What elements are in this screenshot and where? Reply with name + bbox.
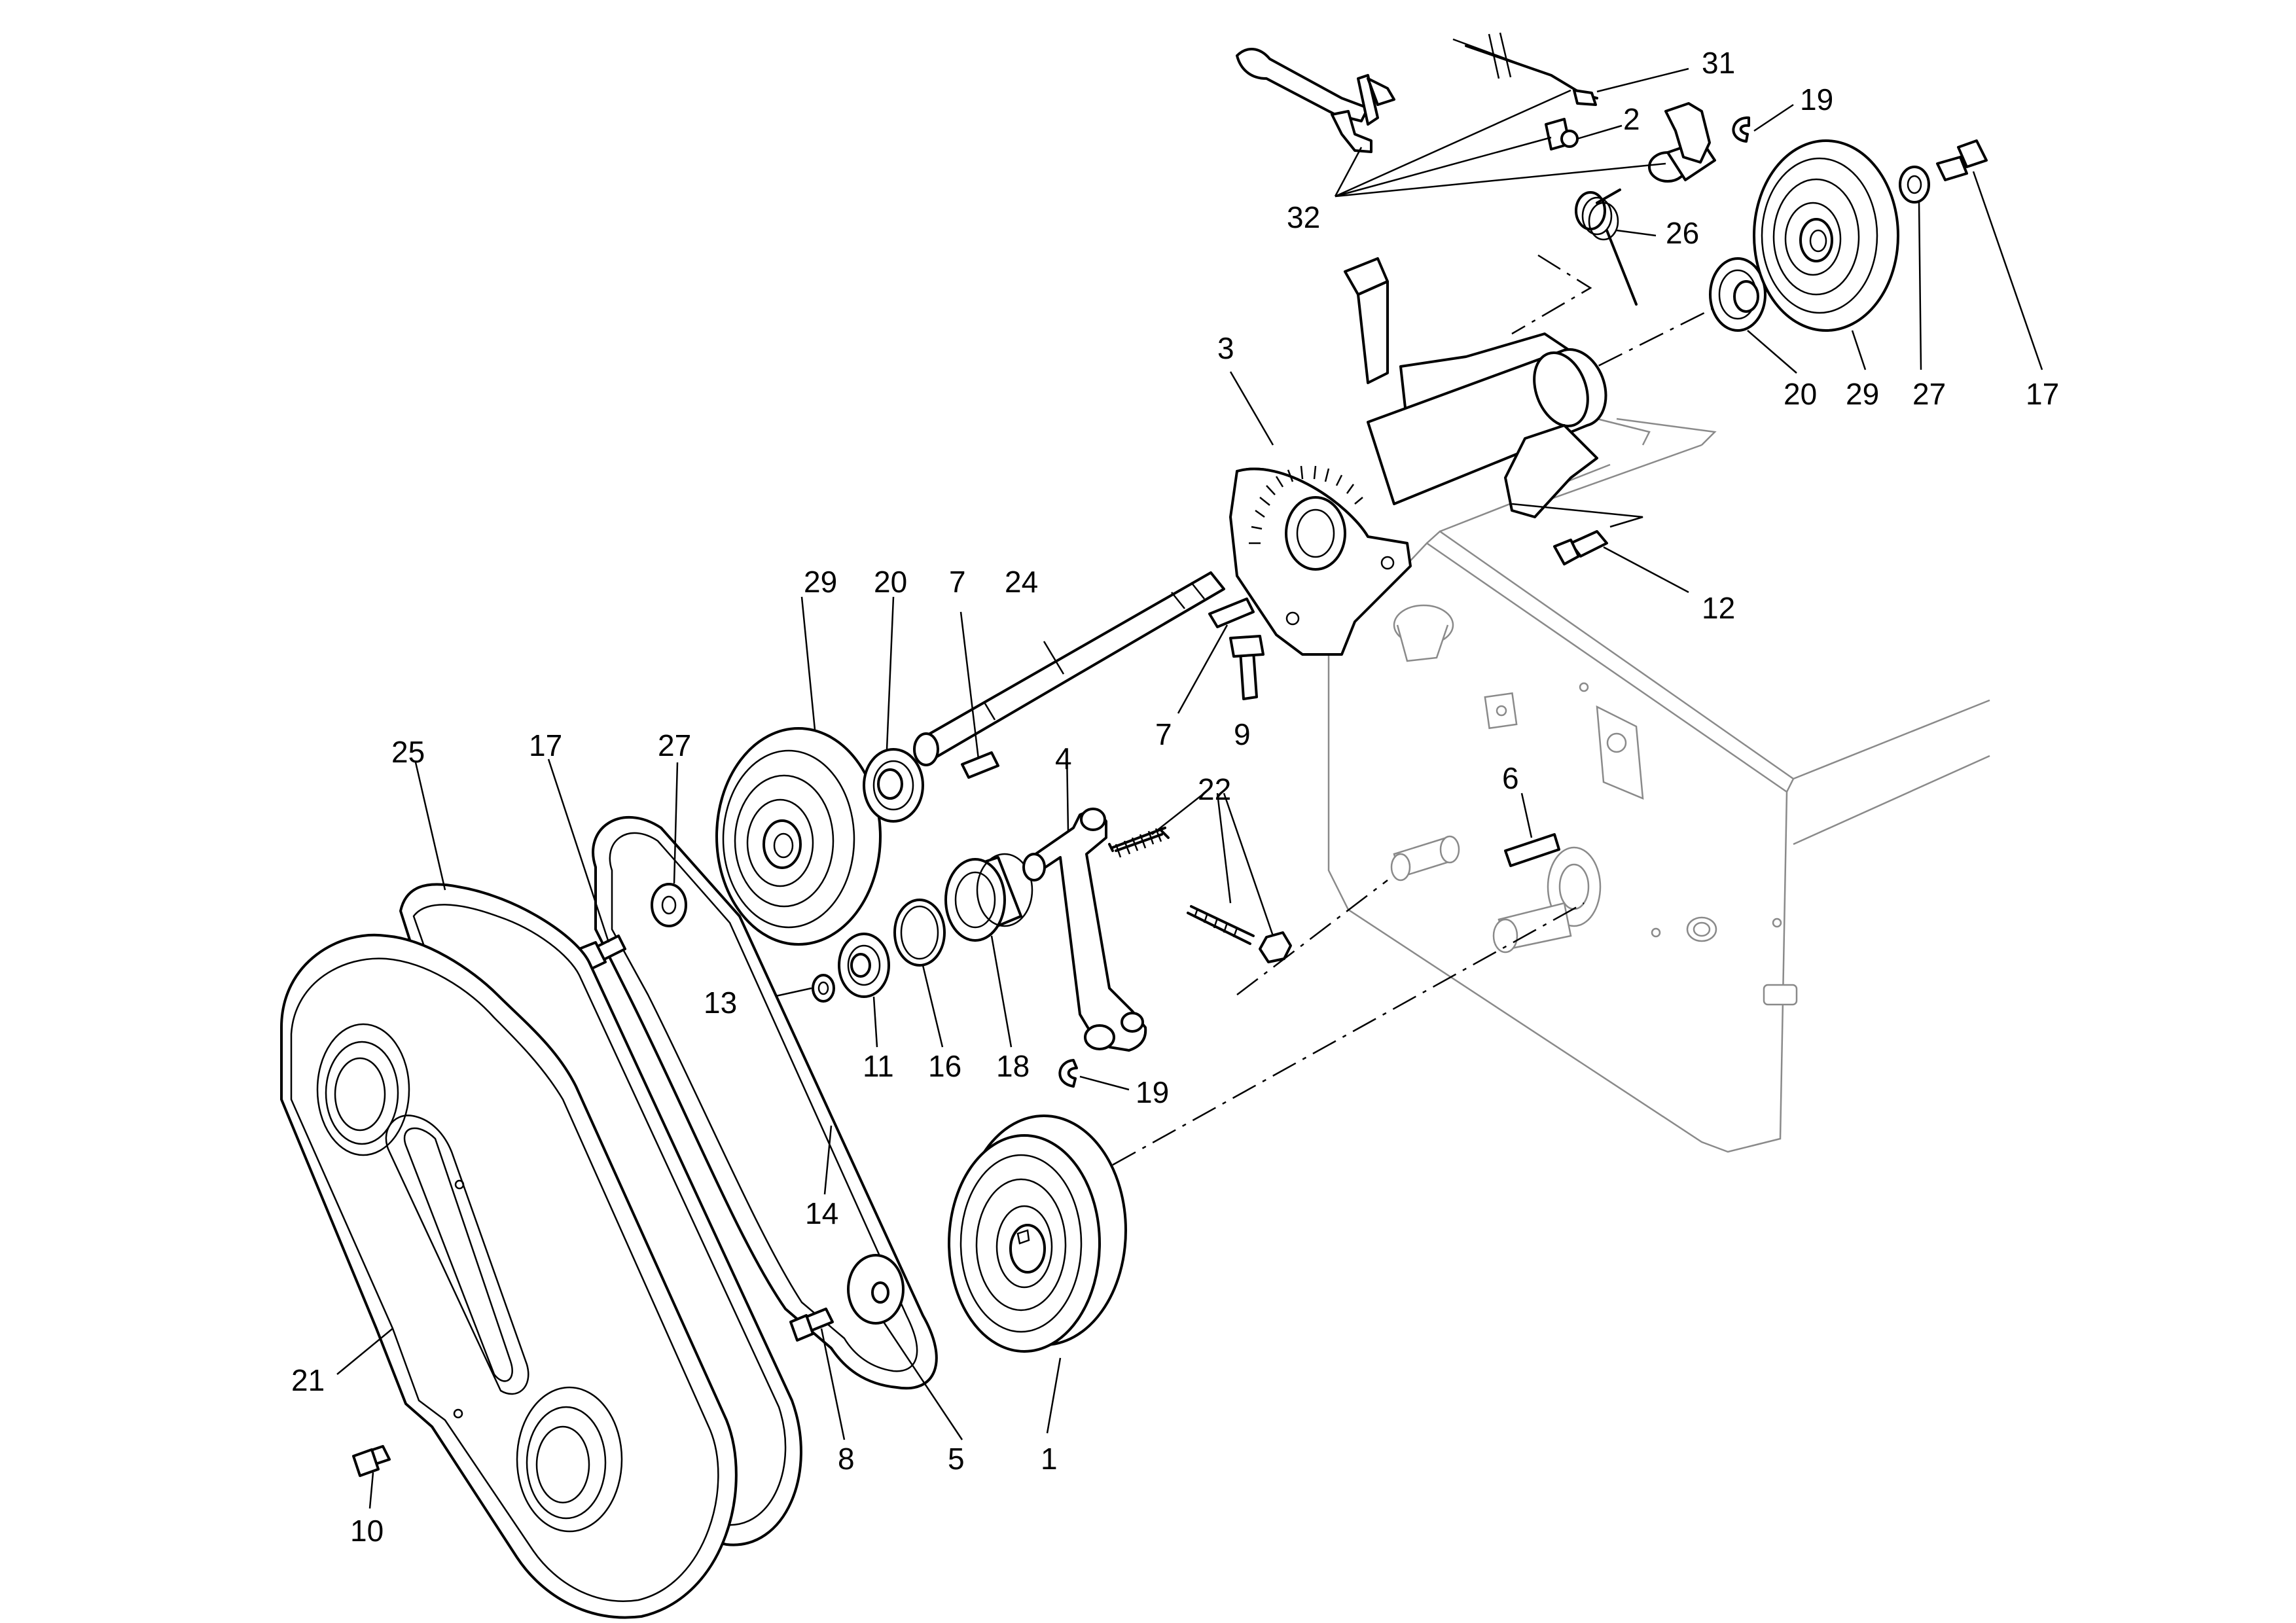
part-20-bearing-upper — [1709, 257, 1797, 374]
part-32-lever-assembly — [1236, 47, 1716, 198]
callout-22: 22 — [1198, 772, 1231, 806]
callout-6: 6 — [1502, 761, 1519, 795]
part-14-belt — [592, 815, 938, 1390]
part-31-cable — [1452, 32, 1689, 106]
part-4-tension-arm — [1022, 752, 1147, 1052]
part-29-pulley-lower — [715, 596, 882, 946]
callout-19-lower: 19 — [1136, 1075, 1169, 1109]
part-19-clip-upper — [1732, 103, 1794, 143]
part-27-washer-upper — [1899, 166, 1930, 370]
assembly-axes — [1112, 254, 1715, 1166]
callout-17-upper: 17 — [2026, 377, 2059, 411]
part-7-key-a — [960, 611, 999, 779]
callout-3: 3 — [1217, 331, 1234, 365]
part-11-bearing — [838, 933, 890, 1048]
callout-12: 12 — [1702, 591, 1735, 625]
part-18-bushing — [944, 853, 1033, 1048]
part-2-clamp — [1545, 118, 1623, 151]
callout-26: 26 — [1666, 216, 1699, 250]
part-5-washer — [847, 1254, 963, 1440]
callout-17-lower: 17 — [529, 728, 562, 762]
part-29-pulley-upper — [1753, 139, 1899, 370]
part-9-bolt — [1229, 635, 1265, 700]
part-8-bolt — [789, 1308, 846, 1440]
callout-20-upper: 20 — [1784, 377, 1817, 411]
callout-25: 25 — [391, 735, 425, 769]
part-3-shaft-housing — [1229, 257, 1607, 656]
part-21-belt-cover — [280, 933, 738, 1619]
callout-29-lower: 29 — [804, 565, 837, 599]
part-20-bearing-lower — [863, 596, 924, 823]
callout-labels: 31 19 2 32 26 3 20 29 27 17 12 29 20 7 2… — [291, 46, 2059, 1548]
callout-20-lower: 20 — [874, 565, 907, 599]
part-16-ring — [893, 899, 946, 1048]
chassis-frame-ghost — [1327, 418, 1990, 1153]
part-22-spring-stud — [1108, 793, 1292, 963]
callout-4: 4 — [1055, 741, 1072, 776]
callout-14: 14 — [805, 1196, 838, 1230]
callout-7-right: 7 — [1155, 717, 1172, 751]
callout-21: 21 — [291, 1363, 325, 1397]
callout-2: 2 — [1623, 102, 1640, 136]
callout-7-left: 7 — [949, 565, 966, 599]
callout-8: 8 — [838, 1442, 855, 1476]
callout-9: 9 — [1234, 717, 1251, 751]
part-6-key — [1504, 793, 1560, 867]
callout-5: 5 — [948, 1442, 965, 1476]
callout-10: 10 — [350, 1514, 384, 1548]
callout-31: 31 — [1702, 46, 1735, 80]
leader-part-3 — [1229, 371, 1274, 446]
callout-19-upper: 19 — [1800, 82, 1833, 116]
callout-1: 1 — [1041, 1442, 1058, 1476]
part-12-bolt — [1511, 503, 1689, 594]
callout-29-upper: 29 — [1846, 377, 1879, 411]
callout-27-upper: 27 — [1912, 377, 1946, 411]
part-10-screw — [352, 1445, 391, 1509]
part-7-key-b — [1177, 597, 1255, 714]
part-26-spring — [1575, 188, 1657, 306]
callout-27-lower: 27 — [658, 728, 691, 762]
part-24-shaft — [913, 571, 1225, 766]
part-19-clip-lower — [1058, 1059, 1130, 1091]
callout-18: 18 — [996, 1049, 1030, 1083]
callout-32: 32 — [1287, 200, 1320, 234]
callout-11: 11 — [863, 1049, 894, 1083]
callout-16: 16 — [928, 1049, 961, 1083]
callout-24: 24 — [1005, 565, 1038, 599]
part-1-drive-pulley — [948, 1115, 1127, 1434]
part-17-bolt-upper — [1936, 139, 2043, 370]
part-27-washer-lower — [651, 762, 687, 927]
callout-13: 13 — [704, 986, 737, 1020]
